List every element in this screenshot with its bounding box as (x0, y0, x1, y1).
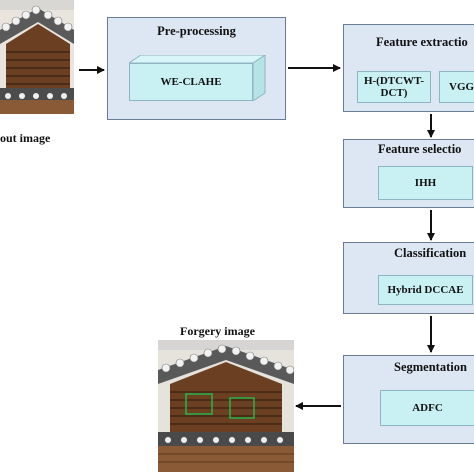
feature-extraction-panel: Feature extractio H-(DTCWT-DCT) VGG (343, 24, 474, 112)
classification-panel: Classification Hybrid DCCAE (343, 242, 474, 314)
forgery-image (158, 340, 294, 472)
segmentation-title: Segmentation (394, 360, 467, 374)
preprocessing-method-3d-top (129, 55, 266, 64)
preprocessing-method: WE-CLAHE (129, 63, 253, 101)
feature-selection-title: Feature selectio (378, 142, 462, 156)
forgery-detection-box-2 (229, 397, 255, 419)
input-image-label: out image (0, 131, 51, 145)
classification-method: Hybrid DCCAE (378, 275, 473, 305)
preprocessing-title: Pre-processing (157, 24, 236, 38)
preprocessing-panel: Pre-processing WE-CLAHE (107, 17, 286, 120)
forgery-detection-box-1 (185, 393, 213, 415)
classification-title: Classification (394, 246, 467, 260)
feature-extraction-method-1: H-(DTCWT-DCT) (357, 71, 431, 103)
feature-extraction-method-2: VGG (439, 71, 474, 103)
feature-selection-panel: Feature selectio IHH (343, 139, 474, 208)
feature-extraction-title: Feature extractio (376, 35, 468, 49)
segmentation-panel: Segmentation ADFC (343, 355, 474, 444)
output-image-label: Forgery image (180, 324, 255, 338)
input-image (0, 0, 74, 114)
segmentation-method: ADFC (380, 390, 474, 426)
feature-selection-method: IHH (378, 166, 473, 200)
